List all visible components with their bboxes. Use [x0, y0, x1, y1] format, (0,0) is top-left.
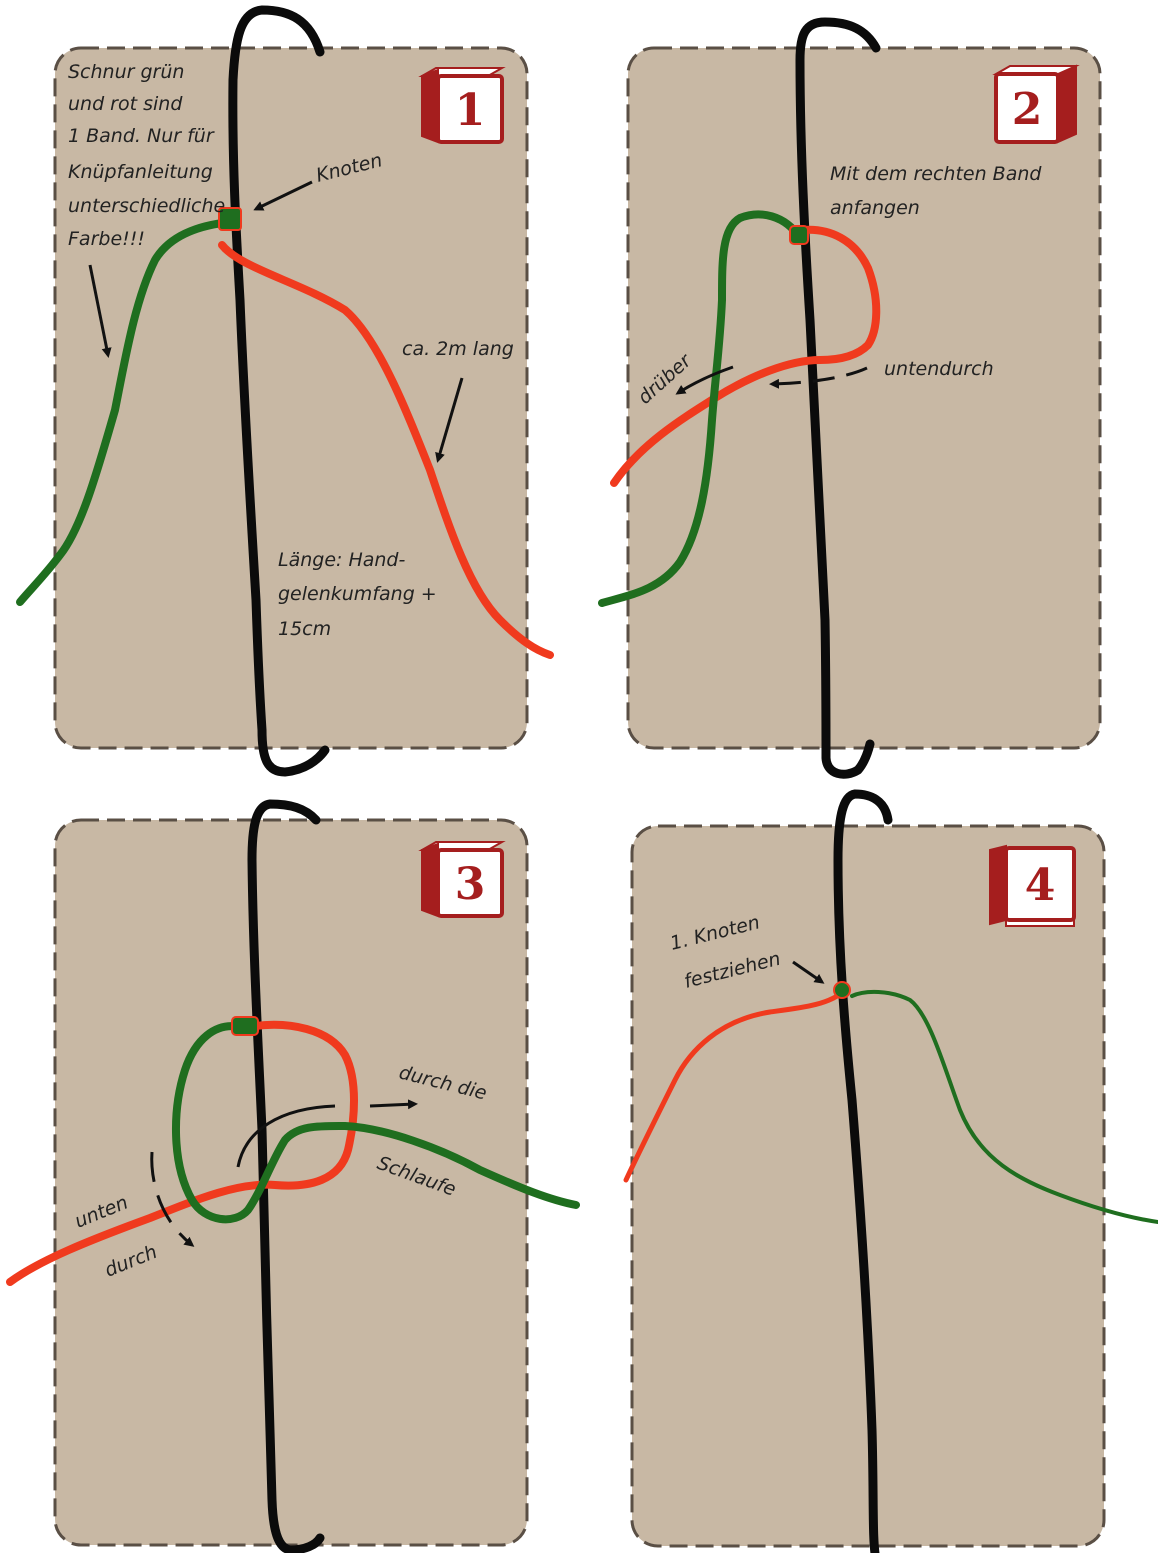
intro-line-2: und rot sind: [68, 93, 183, 115]
step-die: 1: [422, 68, 502, 142]
intro-line-5: unterschiedliche: [68, 195, 225, 217]
knot-marker: [790, 226, 808, 244]
start-line-1: Mit dem rechten Band: [830, 163, 1042, 185]
knot-marker: [834, 982, 850, 998]
step-number: 2: [1012, 84, 1043, 135]
panel-2: 2 Mit dem rechten Band anfangen drüber u…: [602, 22, 1100, 774]
panel-3: 3 durch die Schlaufe unten durch: [10, 804, 576, 1550]
intro-line-1: Schnur grün: [68, 61, 184, 83]
arrow-through-exit: [370, 1104, 415, 1106]
intro-line-6: Farbe!!!: [68, 228, 145, 250]
intro-line-4: Knüpfanleitung: [68, 161, 213, 183]
black-length-line-2: gelenkumfang +: [278, 583, 437, 605]
board: [628, 48, 1100, 748]
black-length-line-1: Länge: Hand-: [278, 549, 405, 571]
black-length-line-3: 15cm: [278, 618, 331, 640]
step-die: 4: [990, 846, 1074, 926]
knot-marker: [232, 1017, 258, 1035]
step-die: 3: [422, 842, 502, 916]
step-number: 3: [455, 859, 486, 910]
step-number: 1: [455, 85, 486, 136]
step-die: 2: [996, 66, 1076, 142]
intro-line-3: 1 Band. Nur für: [68, 125, 215, 147]
red-length-label: ca. 2m lang: [402, 338, 514, 360]
step-number: 4: [1025, 860, 1056, 911]
panel-4: 4 1. Knoten festziehen: [626, 794, 1158, 1553]
panel-1: 1 Schnur grün und rot sind 1 Band. Nur f…: [20, 10, 550, 772]
start-line-2: anfangen: [830, 197, 920, 219]
under-label: untendurch: [884, 358, 994, 380]
